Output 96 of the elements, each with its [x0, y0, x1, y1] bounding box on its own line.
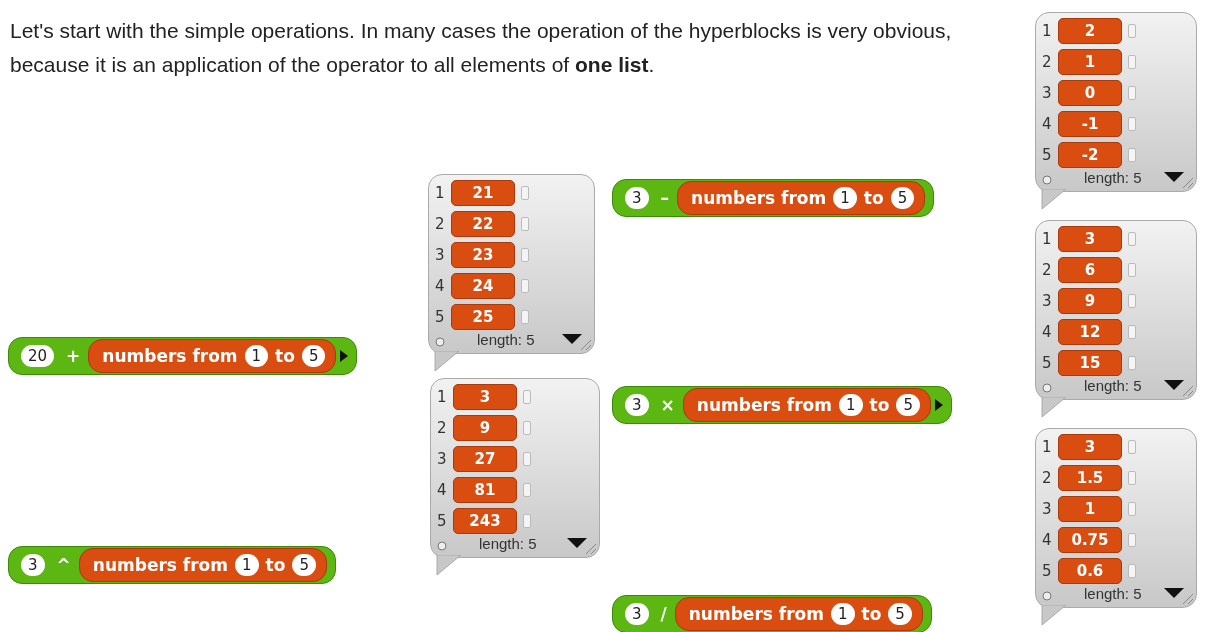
list-item-value: 27 [453, 445, 517, 472]
block-label: to [863, 188, 884, 208]
list-item-value: 25 [451, 303, 515, 330]
operator-symbol: + [66, 346, 81, 366]
index-number: 5 [437, 511, 448, 530]
length-label: length: 5 [477, 331, 535, 348]
operator-symbol: – [660, 188, 670, 208]
number-slot: 1 [235, 554, 259, 576]
index-number: 3 [437, 449, 448, 468]
list-item-value: 22 [451, 210, 515, 237]
list-item-value: 15 [1058, 349, 1122, 376]
list-item-value: 1 [1058, 495, 1122, 522]
index-number: 4 [1042, 530, 1053, 549]
index-number: 1 [435, 183, 446, 202]
list-item-value: 3 [453, 383, 517, 410]
index-number: 4 [1042, 114, 1053, 133]
block-label: to [869, 395, 890, 415]
block-label: to [861, 604, 882, 624]
list-item-value: 2 [1058, 17, 1122, 44]
index-number: 5 [1042, 353, 1053, 372]
operator-block [8, 337, 358, 375]
number-slot: 5 [890, 187, 915, 209]
list-item-value: 81 [453, 476, 517, 503]
length-label: length: 5 [1084, 585, 1142, 602]
number-slot: 5 [888, 603, 912, 625]
list-item-value: 3 [1058, 225, 1122, 252]
operator-symbol: ^ [56, 555, 71, 575]
block-label: numbers from [688, 604, 824, 624]
block-label: to [265, 555, 286, 575]
number-slot: 20 [21, 345, 55, 367]
operator-block [8, 546, 336, 584]
index-number: 5 [1042, 145, 1053, 164]
index-number: 1 [1042, 437, 1053, 456]
index-number: 2 [435, 214, 446, 233]
reporter-block [88, 339, 337, 373]
operator-block [612, 179, 935, 217]
index-number: 3 [435, 245, 446, 264]
length-label: length: 5 [1084, 377, 1142, 394]
index-number: 3 [1042, 83, 1053, 102]
number-slot: 1 [831, 603, 855, 625]
number-slot: 3 [625, 394, 649, 416]
index-number: 3 [1042, 291, 1053, 310]
index-number: 2 [1042, 52, 1053, 71]
length-label: length: 5 [479, 535, 537, 552]
list-item-value: 9 [453, 414, 517, 441]
index-number: 1 [1042, 229, 1053, 248]
list-item-value: 3 [1058, 433, 1122, 460]
number-slot: 3 [21, 554, 45, 576]
list-item-value: -2 [1058, 141, 1122, 168]
list-item-value: 6 [1058, 256, 1122, 283]
number-slot: 1 [244, 345, 269, 367]
index-number: 2 [1042, 468, 1053, 487]
intro-paragraph: Let's start with the simple operations. In many cases the operation of the hyperblocks is very obvious, because it is an application of the operator to all elements of one list. [10, 18, 953, 78]
list-item-value: 0.6 [1058, 557, 1122, 584]
block-label: numbers from [102, 346, 238, 366]
block-label: to [275, 346, 295, 366]
list-item-value: 9 [1058, 287, 1122, 314]
index-number: 4 [435, 276, 446, 295]
number-slot: 5 [292, 554, 316, 576]
number-slot: 5 [301, 345, 326, 367]
list-item-value: 1 [1058, 48, 1122, 75]
block-label: numbers from [696, 395, 832, 415]
block-label: numbers from [92, 555, 228, 575]
operator-symbol: / [660, 604, 667, 624]
number-slot: 3 [625, 603, 649, 625]
reporter-block [682, 388, 931, 422]
operator-block [612, 595, 932, 632]
list-item-value: 24 [451, 272, 515, 299]
index-number: 4 [1042, 322, 1053, 341]
number-slot: 5 [896, 394, 920, 416]
number-slot: 3 [625, 187, 649, 209]
operator-block [612, 386, 952, 424]
index-number: 5 [435, 307, 446, 326]
index-number: 2 [1042, 260, 1053, 279]
list-item-value: 0 [1058, 79, 1122, 106]
list-item-value: -1 [1058, 110, 1122, 137]
length-label: length: 5 [1084, 169, 1142, 186]
list-item-value: 0.75 [1058, 526, 1122, 553]
list-item-value: 243 [453, 507, 517, 534]
reporter-block [677, 181, 926, 215]
index-number: 4 [437, 480, 448, 499]
index-number: 5 [1042, 561, 1053, 580]
list-item-value: 23 [451, 241, 515, 268]
index-number: 1 [1042, 21, 1053, 40]
index-number: 3 [1042, 499, 1053, 518]
reporter-block [674, 597, 923, 631]
reporter-block [78, 548, 327, 582]
list-item-value: 21 [451, 179, 515, 206]
index-number: 1 [437, 387, 448, 406]
list-item-value: 12 [1058, 318, 1122, 345]
number-slot: 1 [833, 187, 857, 209]
number-slot: 1 [839, 394, 863, 416]
list-item-value: 1.5 [1058, 464, 1122, 491]
block-label: numbers from [691, 188, 827, 208]
operator-symbol: × [660, 395, 675, 415]
index-number: 2 [437, 418, 448, 437]
